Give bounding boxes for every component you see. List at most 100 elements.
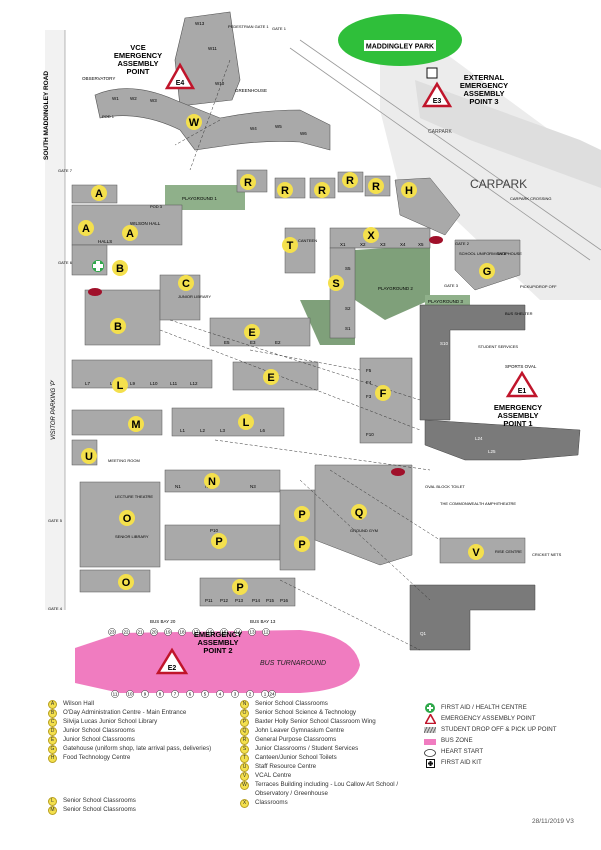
bus-bay-number: 1 — [264, 692, 267, 697]
bus-bay-number: 10 — [127, 692, 133, 697]
room-w6: W6 — [300, 131, 307, 136]
bus-bay-number: 8 — [159, 692, 162, 697]
bus-bay-marker — [150, 628, 158, 636]
legend-key: X — [240, 799, 249, 808]
zone-marker-label: P — [215, 536, 222, 548]
legend-key: P — [240, 718, 249, 727]
e2-triangle — [155, 647, 189, 675]
bus-bay-number: 7 — [174, 692, 177, 697]
legend-item: S Junior Classrooms / Student Services — [240, 745, 398, 754]
junior-library-label: JUNIOR LIBRARY — [178, 294, 211, 299]
legend-key: R — [240, 736, 249, 745]
e4-code: E4 — [176, 80, 185, 87]
legend-label: Baxter Holly Senior School Classroom Win… — [255, 718, 376, 726]
room-l2: L2 — [200, 428, 206, 433]
bus-bay-number: 17 — [193, 630, 199, 635]
first-aid-cross-h — [93, 264, 103, 268]
room-l11: L11 — [170, 381, 178, 386]
legend-label: STUDENT DROP OFF & PICK UP POINT — [441, 726, 557, 734]
zone-marker-u — [81, 448, 97, 464]
assembly-point-e1: E1 EMERGENCY ASSEMBLY POINT 1 — [494, 370, 542, 428]
zone-marker-label: A — [126, 228, 134, 240]
zone-marker-b — [112, 260, 128, 276]
building-e-north — [209, 317, 311, 347]
e2-code: E2 — [168, 665, 177, 672]
zone-marker-p — [294, 536, 310, 552]
legend-key: S — [240, 745, 249, 754]
bus-bay-number: 12 — [263, 630, 269, 635]
legend-key: G — [48, 745, 57, 754]
e4-line1: VCE — [130, 43, 145, 52]
legend-item: D Junior School Classrooms — [48, 727, 211, 736]
bus-bay-marker — [136, 628, 144, 636]
legend-label: Junior Classrooms / Student Services — [255, 745, 359, 753]
bus-bay-marker — [111, 690, 119, 698]
e3-triangle — [421, 81, 453, 108]
playground-3-label: PLAYGROUND 3 — [428, 299, 463, 304]
uniform-shop-label: SCHOOL UNIFORM SHOP — [459, 251, 508, 256]
bus-bay-marker — [186, 690, 194, 698]
bus-bay-number: 14 — [235, 630, 241, 635]
room-s10: S10 — [440, 341, 449, 346]
room-l10: L10 — [150, 381, 158, 386]
zone-marker-m — [128, 416, 144, 432]
room-p12: P12 — [220, 598, 229, 603]
zone-marker-label: P — [298, 539, 305, 551]
legend-key: O — [240, 709, 249, 718]
bus-bay-number: 23 — [109, 630, 115, 635]
legend-label: Terraces Building including - Lou Callow… — [255, 781, 399, 789]
zone-marker-label: M — [131, 419, 140, 431]
room-p10: P10 — [210, 528, 219, 533]
gate-1: GATE 1 — [272, 26, 287, 31]
room-w13: W13 — [195, 21, 205, 26]
zone-marker-label: A — [82, 223, 90, 235]
bus-bay-marker — [164, 628, 172, 636]
bus-shelter-label: BUS SHELTER — [505, 311, 533, 316]
railway-line — [299, 39, 601, 251]
legend-key: U — [240, 763, 249, 772]
e2-line2: ASSEMBLY — [198, 638, 239, 647]
wilson-hall-label: WILSON HALL — [130, 221, 161, 226]
room-s1: S1 — [345, 326, 351, 331]
bus-bay-number: 5 — [204, 692, 207, 697]
room-s2: S2 — [345, 306, 351, 311]
legend-label: Senior School Science & Technology — [255, 709, 357, 717]
gate-4-label: GATE 4 — [48, 606, 63, 611]
bus-bay-marker — [178, 628, 186, 636]
zone-marker-l — [112, 377, 128, 393]
legend-item: Observatory / Greenhouse — [240, 790, 398, 799]
student-services-label: STUDENT SERVICES — [478, 344, 518, 349]
gate-2-label: GATE 2 — [455, 241, 470, 246]
legend-key: D — [48, 727, 57, 736]
zone-marker-o — [119, 510, 135, 526]
room-f4: F4 — [366, 380, 372, 385]
visitor-parking-label: VISITOR PARKING 'P' — [51, 379, 57, 440]
legend-key: H — [48, 754, 57, 763]
legend-label: FIRST AID KIT — [441, 759, 482, 767]
legend-label: HEART START — [441, 748, 484, 756]
room-e3: E3 — [250, 340, 256, 345]
bus-zone-icon — [424, 738, 436, 746]
legend-label: Senior School Classrooms — [63, 806, 136, 814]
heart-start-icon-2 — [429, 236, 443, 244]
zone-marker-label: R — [281, 185, 289, 197]
bus-bay-marker — [206, 628, 214, 636]
e3-line3: ASSEMBLY — [464, 89, 505, 98]
pod-1-label: POD 1 — [102, 114, 115, 119]
legend-label: Junior School Classrooms — [63, 727, 135, 735]
bus-bay-number: 11 — [113, 692, 118, 697]
room-e5: E5 — [224, 340, 230, 345]
legend-label: Senior School Classrooms — [255, 700, 328, 708]
zone-marker-s — [328, 275, 344, 291]
bus-turnaround-label: BUS TURNAROUND — [260, 660, 326, 667]
room-l7: L7 — [85, 381, 91, 386]
